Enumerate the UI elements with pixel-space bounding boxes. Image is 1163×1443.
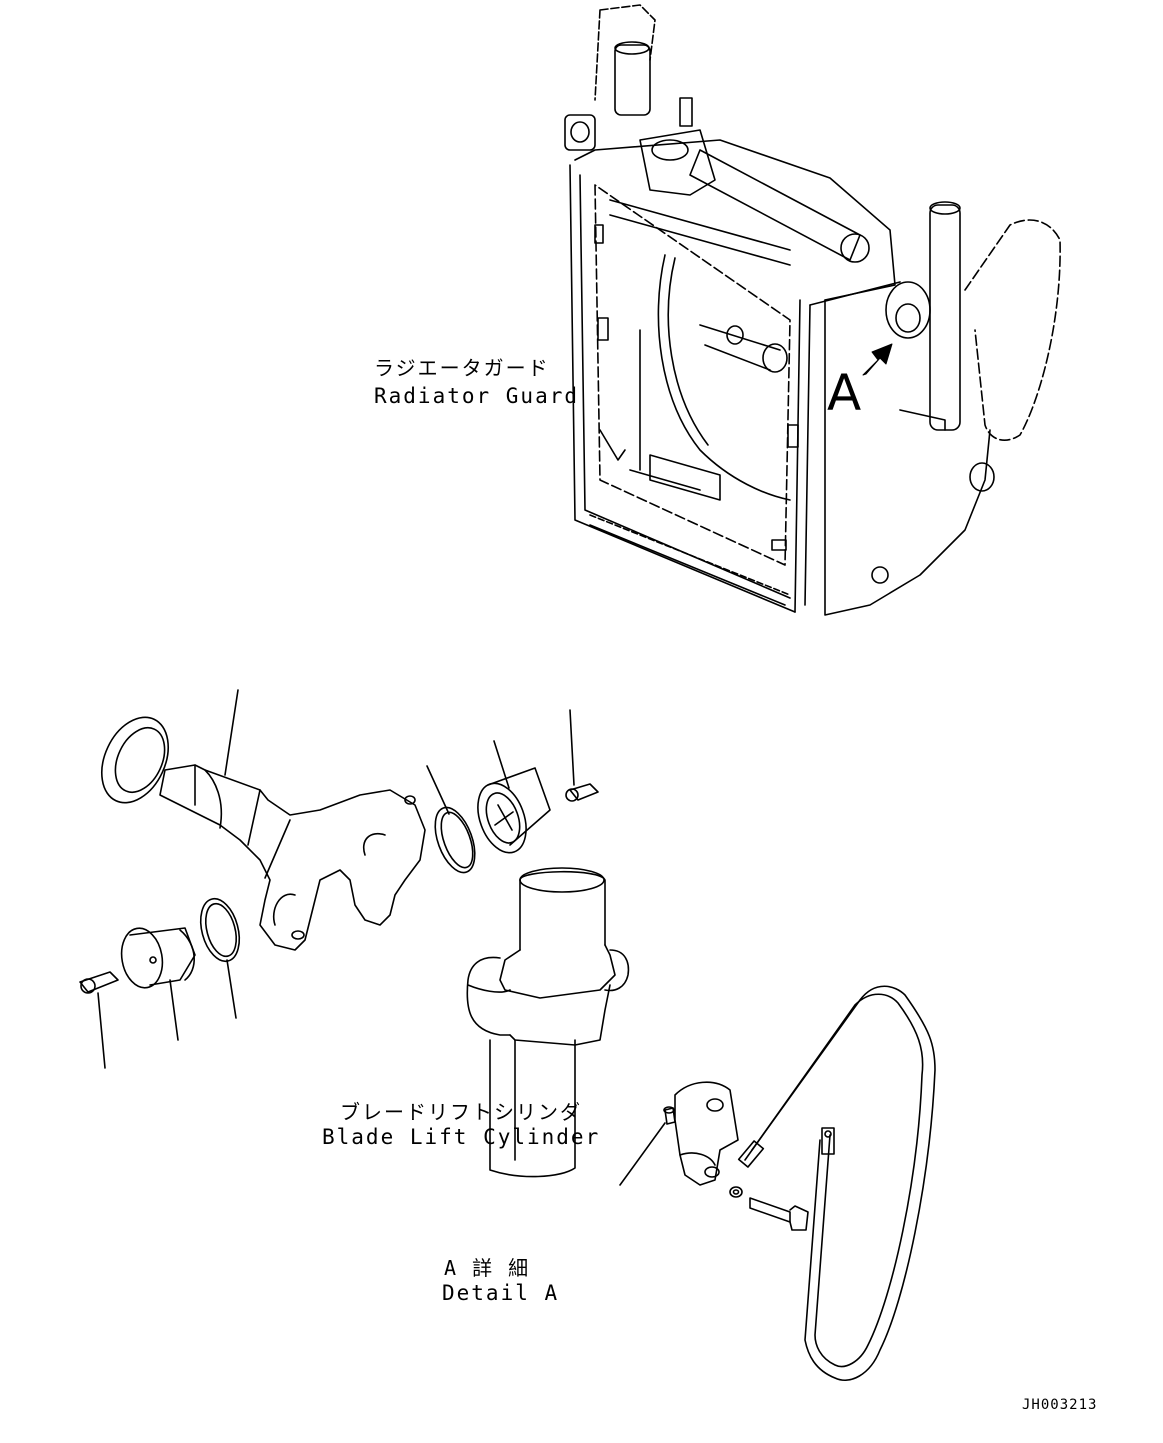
leader-lines bbox=[97, 689, 666, 1186]
blade-lift-cylinder bbox=[466, 867, 630, 1178]
detail-a-label-jp: A 詳 細 bbox=[444, 1256, 531, 1280]
callout-arrow bbox=[862, 343, 893, 376]
radiator-guard-label-en: Radiator Guard bbox=[374, 384, 580, 408]
blade-lift-cylinder-label-en: Blade Lift Cylinder bbox=[322, 1125, 601, 1149]
shim-ring-upper bbox=[434, 806, 476, 874]
detail-a-assembly bbox=[663, 985, 936, 1381]
bushing-lower bbox=[120, 927, 196, 989]
shim-ring-lower bbox=[199, 897, 241, 963]
detail-a-label-en: Detail A bbox=[442, 1281, 560, 1305]
yoke-shaft-part bbox=[159, 764, 426, 951]
grease-fitting-lower bbox=[79, 971, 119, 994]
bushing-upper bbox=[477, 767, 551, 854]
drawing-number: JH003213 bbox=[1022, 1397, 1098, 1413]
radiator-guard-label-jp: ラジエータガード bbox=[374, 356, 550, 380]
callout-a-label: A bbox=[827, 364, 862, 422]
radiator-guard-assembly bbox=[564, 4, 1061, 616]
blade-lift-cylinder-label-jp: ブレードリフトシリンダ bbox=[340, 1100, 582, 1124]
grease-fitting-upper bbox=[565, 783, 599, 802]
oil-seal-part bbox=[101, 716, 169, 804]
